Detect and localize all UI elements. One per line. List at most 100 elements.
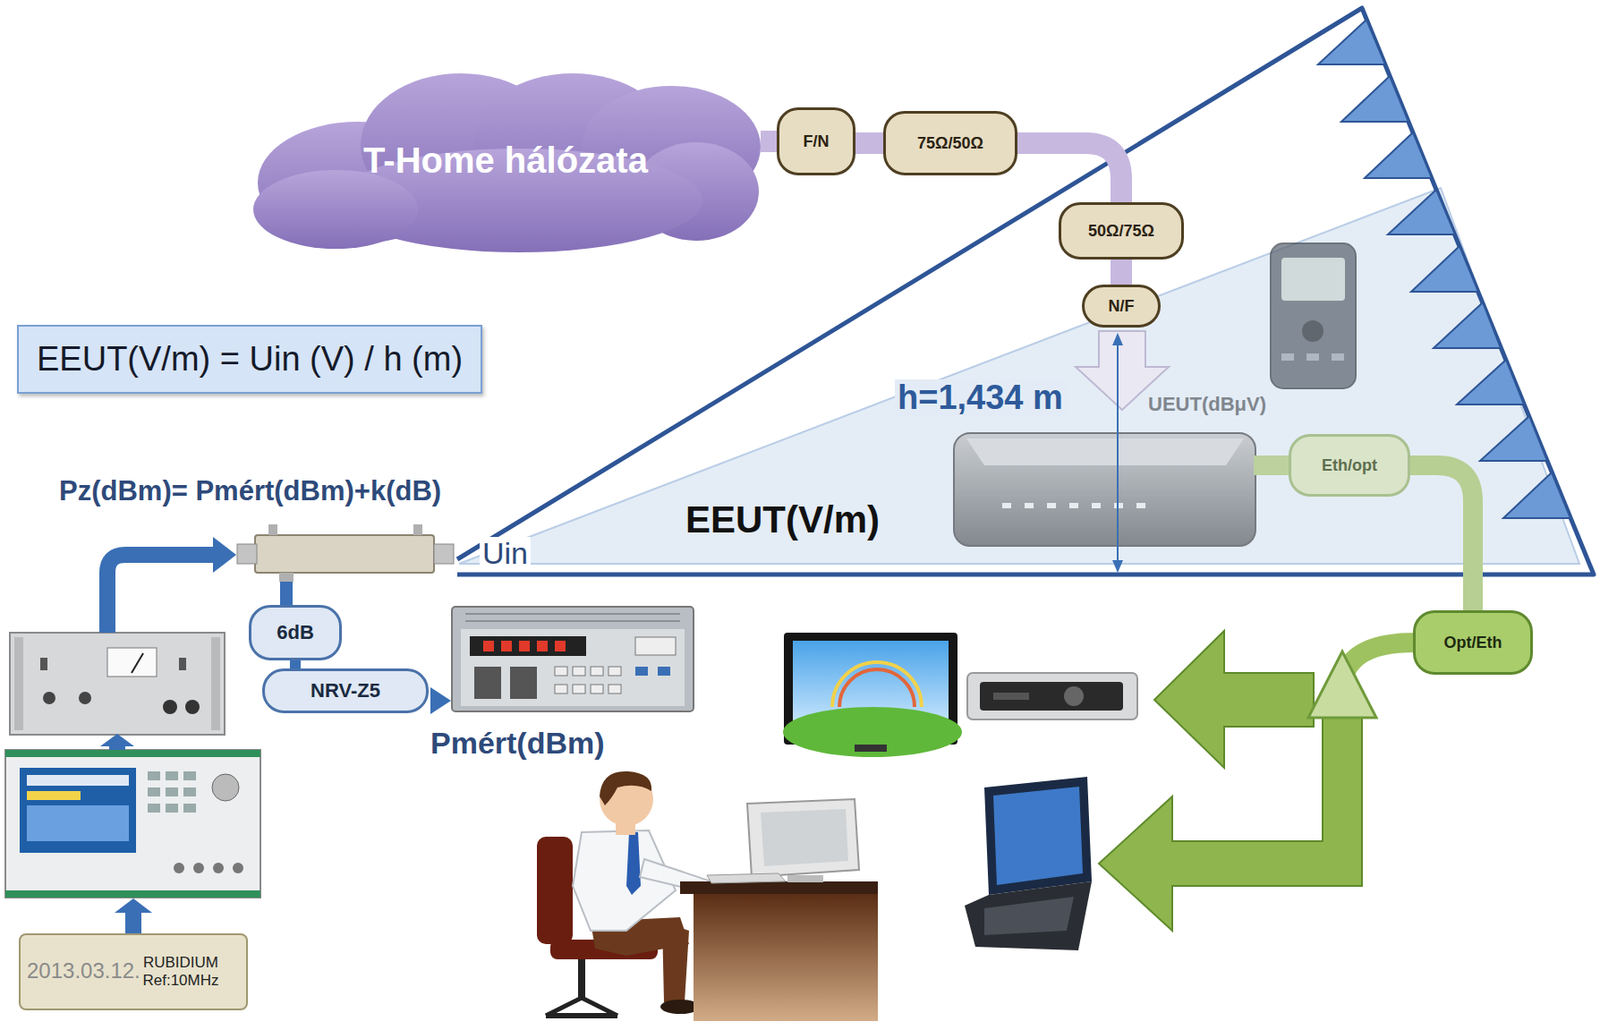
handheld-meter-part — [1281, 257, 1345, 301]
absorber-teeth-part — [1480, 416, 1548, 461]
power-amplifier-part — [162, 699, 178, 715]
tem-cell-outline-part — [457, 8, 1594, 575]
handheld-meter-part — [1281, 353, 1294, 361]
cable-connector — [760, 130, 777, 153]
signal-generator-part — [183, 787, 196, 797]
home-distribution-part — [1346, 642, 1416, 670]
cable-connector — [289, 660, 301, 669]
signal-name: UEUT(dBμV) — [1148, 393, 1267, 416]
operator-at-desk-part — [747, 799, 860, 877]
operator-at-desk-part — [545, 997, 582, 1016]
signal-generator-part — [165, 803, 179, 813]
node-text: EEUT(V/m) = Uin (V) / h (m) — [36, 340, 463, 379]
laptop-part — [984, 896, 1074, 936]
power-meter-part — [483, 640, 494, 652]
laptop-part — [964, 881, 1092, 951]
signal-generator-part — [26, 774, 129, 786]
measured-power: Pmért(dBm) — [430, 726, 605, 760]
signal-generator-part — [193, 862, 205, 874]
signal-generator-part — [5, 749, 261, 898]
operator-at-desk-part — [536, 836, 573, 945]
node-text: F/N — [803, 132, 830, 152]
power-formula: Pz(dBm)= Pmért(dBm)+k(dB) — [59, 476, 442, 507]
cable-modem-part — [1024, 502, 1034, 509]
dimension-label: h=1,434 m — [894, 379, 1066, 418]
laptop-part — [993, 786, 1083, 886]
signal-generator-part — [165, 787, 179, 797]
signal-generator-part — [183, 803, 196, 813]
power-meter-part — [474, 666, 502, 699]
signal-generator-part — [26, 805, 129, 842]
date-watermark: 2013.03.12. — [26, 959, 141, 983]
node-text: 75Ω/50Ω — [917, 134, 984, 154]
signal-path-arrows-part — [107, 554, 215, 633]
power-meter-part — [469, 636, 587, 656]
height-dimension-part — [1116, 336, 1119, 570]
field-region — [459, 187, 1580, 564]
adapter-pill: N/F — [1081, 284, 1161, 328]
power-meter-part — [460, 629, 685, 707]
node-text: Opt/Eth — [1444, 633, 1503, 653]
power-meter-part — [510, 666, 537, 699]
power-amplifier-part — [107, 647, 157, 677]
operator-at-desk — [536, 771, 878, 1022]
cable-modem-part — [953, 433, 1256, 546]
directional-coupler-part — [279, 572, 294, 582]
power-amplifier-part — [78, 691, 92, 705]
operator-at-desk-part — [680, 881, 878, 894]
power-amplifier — [9, 632, 225, 735]
power-meter-part — [465, 620, 681, 622]
cloud-shape-part — [253, 73, 761, 253]
signal-generator-part — [165, 771, 179, 781]
handheld-meter-part — [1302, 320, 1324, 342]
cable-modem-part — [1091, 502, 1101, 509]
power-meter-part — [608, 666, 622, 676]
cable-modem-part — [1002, 502, 1012, 509]
operator-at-desk-part — [706, 873, 786, 884]
cable-connector — [855, 132, 884, 154]
operator-at-desk-part — [599, 771, 652, 806]
signal-generator-part — [232, 862, 244, 874]
sensor-pill: NRV-Z5 — [262, 668, 429, 714]
signal-path-arrows-part — [280, 579, 293, 607]
set-top-box-part — [967, 672, 1138, 720]
signal-generator-part — [147, 771, 161, 781]
power-meter — [451, 606, 694, 712]
operator-at-desk-part — [787, 875, 824, 883]
signal-generator-part — [5, 890, 261, 898]
operator-at-desk-part — [626, 832, 641, 895]
cloud-shape-part-part — [253, 170, 418, 249]
power-amplifier-part — [14, 637, 24, 731]
node-text: Eth/opt — [1321, 456, 1378, 476]
field-name: EEUT(V/m) — [685, 499, 880, 541]
handheld-meter — [1270, 243, 1356, 389]
power-meter-part — [554, 640, 566, 652]
power-amplifier-part — [185, 699, 200, 715]
set-top-box-part — [1063, 686, 1084, 707]
adapter-pill: 50Ω/75Ω — [1058, 202, 1184, 260]
signal-generator-part — [212, 774, 239, 801]
power-meter-part — [572, 666, 586, 676]
signal-generator — [5, 749, 261, 898]
tem-cell-outline — [457, 8, 1594, 575]
signal-path-arrows-part — [125, 910, 142, 934]
height-dimension-part — [1112, 560, 1124, 573]
cable-modem-part — [966, 438, 1244, 466]
directional-coupler-part — [268, 524, 278, 536]
ethernet-tube-part — [1253, 455, 1292, 476]
signal-generator-part — [26, 791, 81, 800]
height-dimension-part — [1112, 332, 1124, 346]
power-meter-part — [590, 666, 604, 676]
laptop-part — [984, 776, 1092, 895]
signal-path-arrows-part — [212, 536, 237, 573]
power-meter-part — [451, 606, 694, 712]
cable-modem-part — [1069, 502, 1079, 509]
power-amplifier-part — [131, 653, 144, 673]
television-part — [782, 706, 962, 758]
directional-coupler — [237, 524, 454, 582]
signal-generator-part — [19, 767, 137, 853]
cable-connector — [1017, 143, 1122, 203]
handheld-meter-part — [1306, 353, 1320, 361]
operator-at-desk-part — [693, 893, 878, 1022]
signal-path-arrows — [100, 536, 452, 934]
